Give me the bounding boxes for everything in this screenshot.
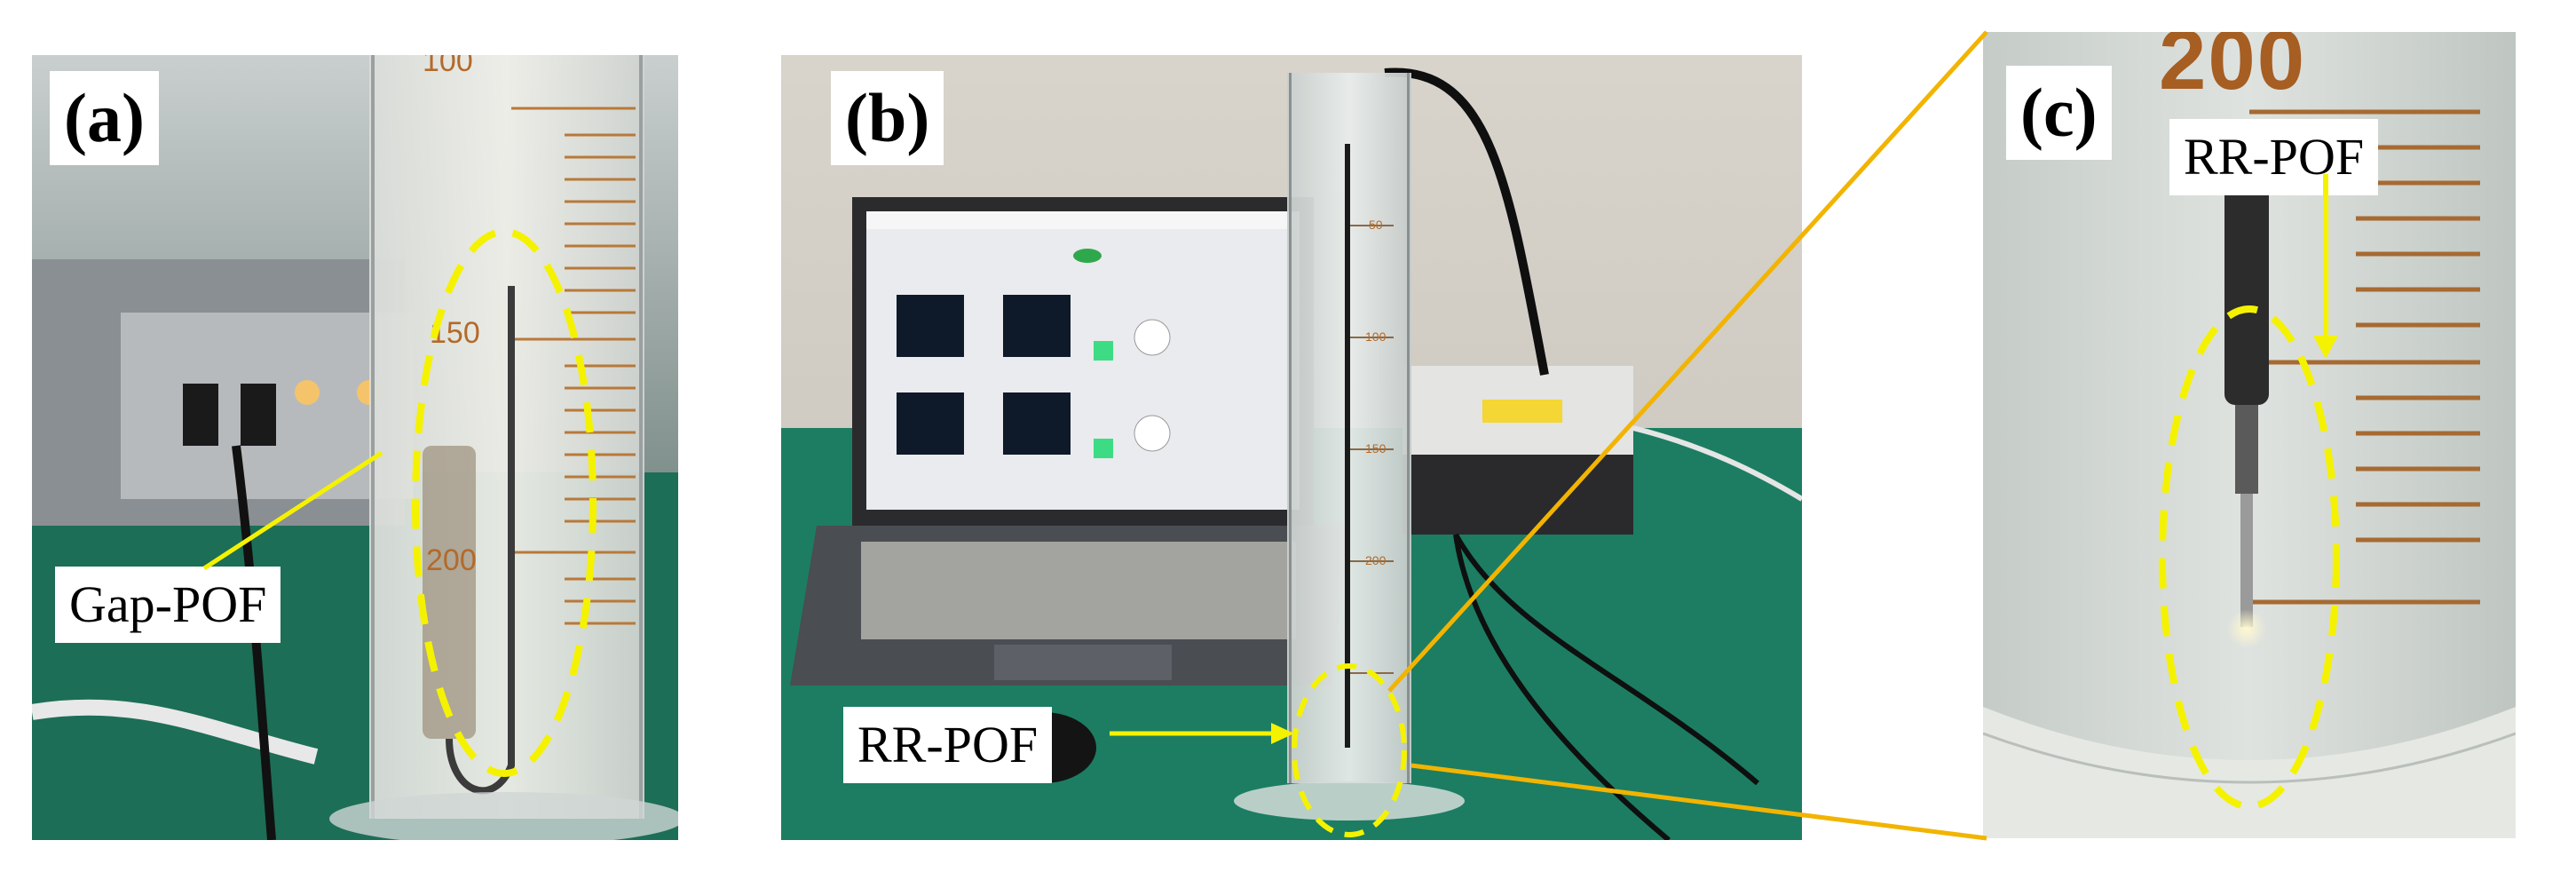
panel-a-scale-100: 100 bbox=[423, 55, 473, 78]
panel-b-scale-200: 200 bbox=[1365, 553, 1387, 567]
panel-a-scale-150: 150 bbox=[430, 316, 480, 350]
panel-a-callout-gap-pof: Gap-POF bbox=[55, 567, 281, 643]
panel-a-photo bbox=[32, 55, 678, 840]
panel-a-scale-200: 200 bbox=[426, 543, 477, 577]
panel-c: 200 (c) RR-POF bbox=[1983, 32, 2516, 838]
panel-a-label: (a) bbox=[50, 71, 159, 165]
panel-c-label: (c) bbox=[2006, 66, 2112, 160]
panel-b-label: (b) bbox=[831, 71, 944, 165]
panel-a: 100 150 200 (a) Gap-POF bbox=[32, 55, 678, 840]
panel-b-callout-rr-pof: RR-POF bbox=[843, 707, 1053, 783]
panel-b-scale-50: 50 bbox=[1369, 218, 1383, 232]
panel-b: 50 100 150 200 (b) RR-POF bbox=[781, 55, 1802, 840]
panel-c-scale-200: 200 bbox=[2159, 32, 2307, 107]
panel-b-scale-150: 150 bbox=[1365, 441, 1387, 456]
panel-b-scale-100: 100 bbox=[1365, 329, 1387, 344]
panel-c-callout-rr-pof: RR-POF bbox=[2169, 119, 2379, 195]
